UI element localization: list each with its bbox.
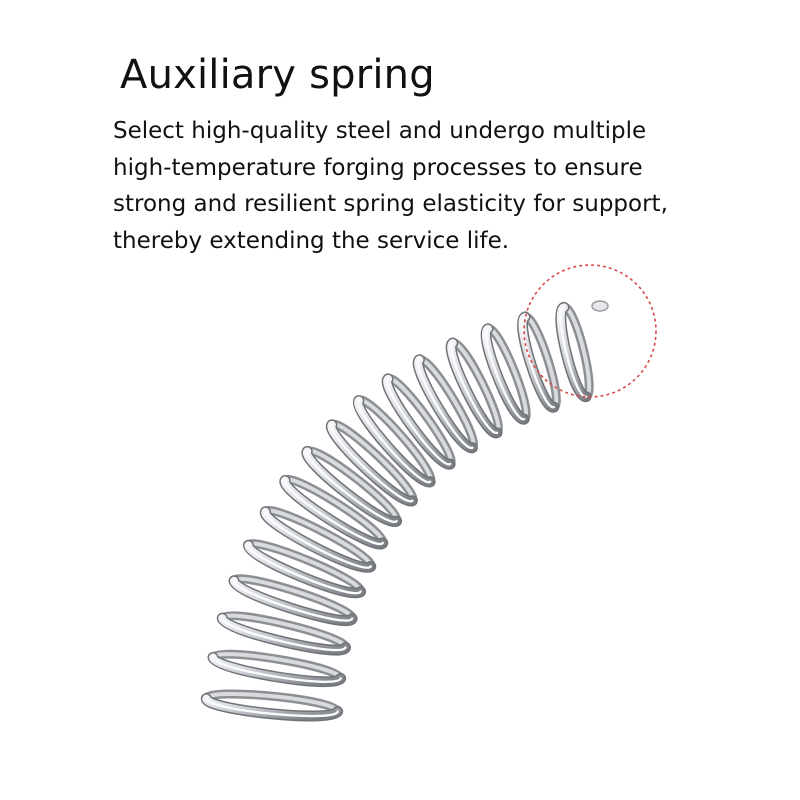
spring-coils <box>200 301 594 722</box>
page-title: Auxiliary spring <box>120 52 435 98</box>
spring-coil <box>330 423 414 503</box>
spring-coil <box>283 477 385 545</box>
highlight-circle <box>523 264 657 398</box>
description-line: thereby extending the service life. <box>113 227 510 254</box>
spring-coil <box>264 510 372 569</box>
spring-coil <box>205 697 339 718</box>
spring-coil <box>484 327 526 421</box>
spring-coil <box>263 508 373 569</box>
spring-coil <box>283 479 384 546</box>
description-line: high-temperature forging processes to en… <box>113 154 643 181</box>
spring-coil <box>220 613 348 650</box>
spring-coil <box>385 377 452 466</box>
product-description: Select high-quality steel and undergo mu… <box>113 113 753 259</box>
spring-coil <box>521 315 556 409</box>
spring-coil <box>416 358 474 449</box>
spring-coil <box>204 692 340 714</box>
spring-coil <box>559 306 588 398</box>
spring-coil <box>221 616 347 652</box>
spring-coil <box>211 652 343 681</box>
spring-coil <box>417 357 476 450</box>
description-line: strong and resilient spring elasticity f… <box>113 191 668 217</box>
spring-coil <box>306 450 398 524</box>
spring-coil <box>232 576 355 621</box>
spring-coil <box>211 656 342 683</box>
spring-end-cap <box>591 300 609 312</box>
description-line: Select high-quality steel and undergo mu… <box>113 118 647 144</box>
spring-coil <box>357 399 432 484</box>
spring-coil <box>246 541 363 594</box>
spring-coil <box>232 579 354 622</box>
spring-coil <box>450 341 499 434</box>
spring-coil <box>414 355 479 453</box>
spring-coil <box>247 544 362 595</box>
